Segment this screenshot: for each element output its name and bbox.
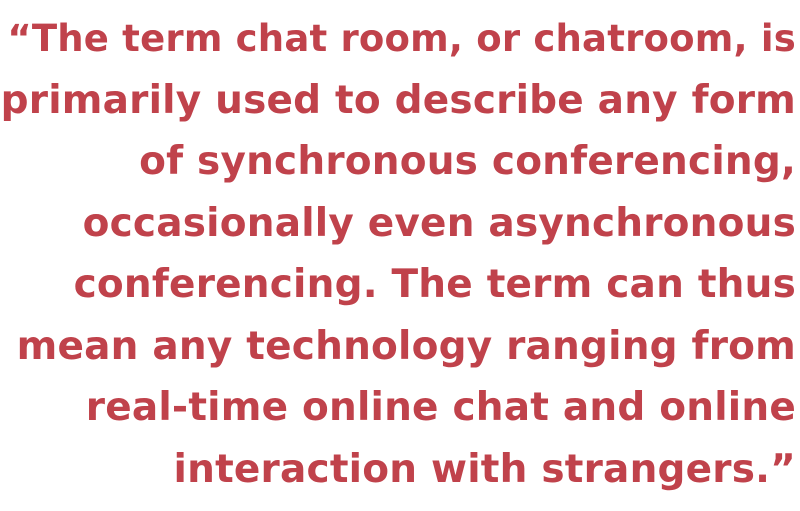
quote-line-4: occasionally even asynchronous xyxy=(82,200,796,246)
quote-line-6: mean any technology ranging from xyxy=(16,323,796,369)
quote-line-2: primarily used to describe any form xyxy=(0,77,796,123)
quote-line-1: “The term chat room, or chatroom, is xyxy=(7,17,796,60)
quote-line-8: interaction with strangers.” xyxy=(173,446,796,492)
quote-line-3: of synchronous conferencing, xyxy=(139,139,796,184)
quote-line-5: conferencing. The term can thus xyxy=(73,262,796,307)
quote-line-7: real-time online chat and online xyxy=(85,385,796,430)
